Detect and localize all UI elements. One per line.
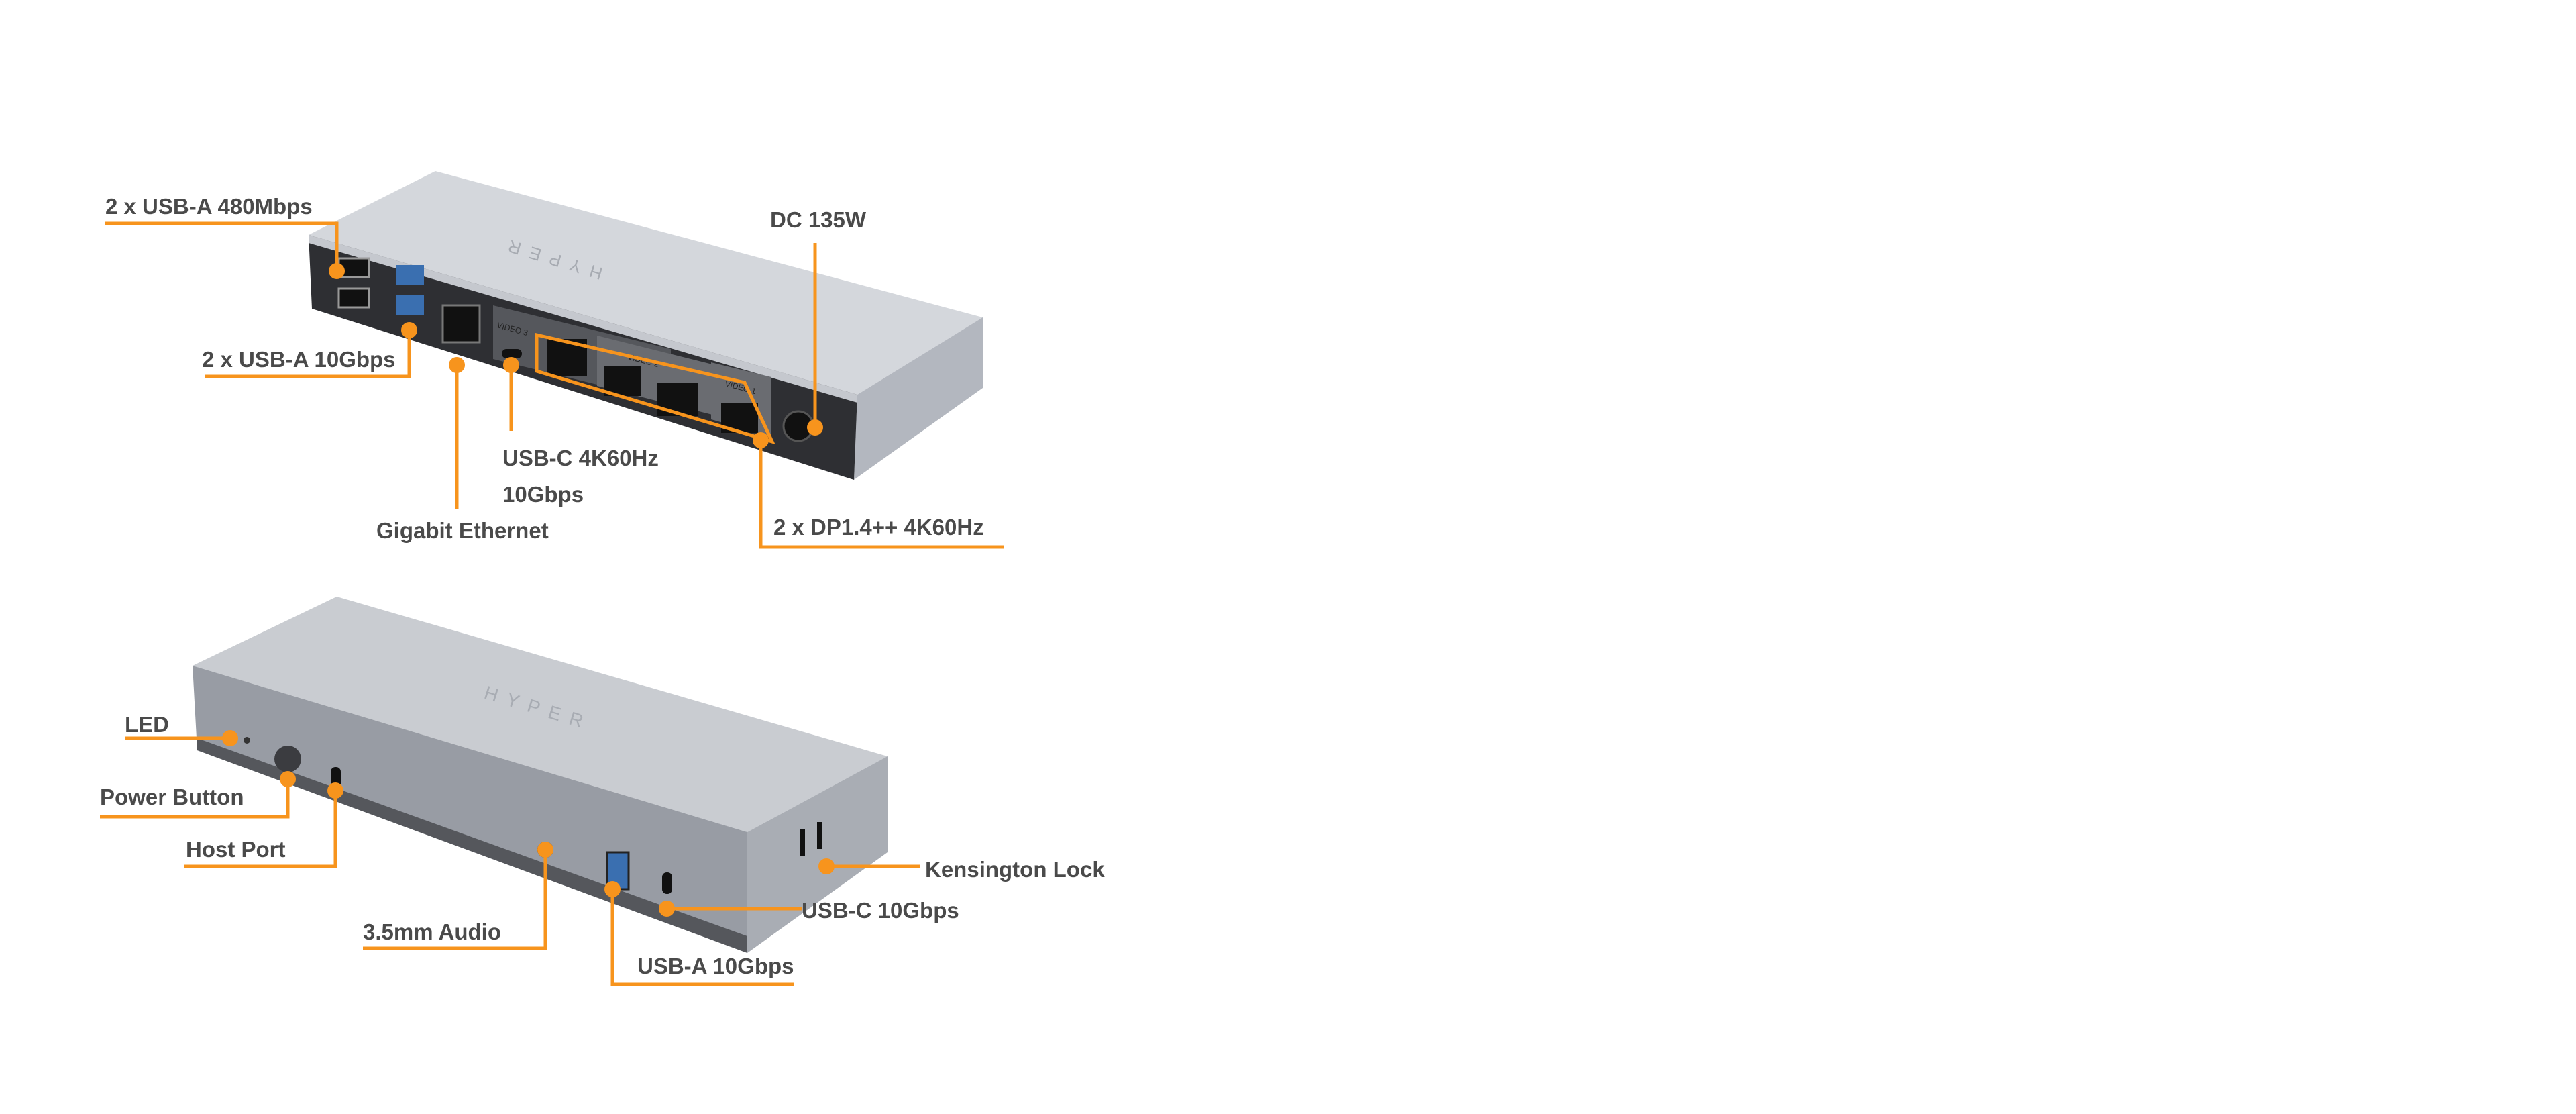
label-usb-a-480: 2 x USB-A 480Mbps xyxy=(105,194,313,219)
label-usb-a: USB-A 10Gbps xyxy=(637,954,794,978)
label-usb-a-10g: 2 x USB-A 10Gbps xyxy=(202,347,396,372)
label-usb-c-10g: 10Gbps xyxy=(502,482,584,507)
label-power-button: Power Button xyxy=(100,784,244,809)
label-dc-135w: DC 135W xyxy=(770,207,867,232)
dp-port xyxy=(657,383,698,416)
callout-dots xyxy=(222,263,835,917)
usb-c-port xyxy=(662,872,672,894)
callout-lines xyxy=(100,221,1004,986)
usb-c-port xyxy=(502,349,522,358)
label-usb-c-4k60: USB-C 4K60Hz xyxy=(502,446,659,470)
kensington-slot xyxy=(800,829,805,856)
dock-front-view: HYPER xyxy=(193,597,888,953)
led-indicator xyxy=(244,737,250,744)
kensington-slot xyxy=(817,822,822,849)
label-gigabit-ethernet: Gigabit Ethernet xyxy=(376,518,549,543)
label-kensington-lock: Kensington Lock xyxy=(925,857,1105,882)
label-audio: 3.5mm Audio xyxy=(363,919,501,944)
usb-a-port xyxy=(337,287,370,309)
hdmi-port xyxy=(604,366,641,396)
label-dp: 2 x DP1.4++ 4K60Hz xyxy=(773,515,984,540)
usb-a-port xyxy=(396,295,424,315)
label-usb-c: USB-C 10Gbps xyxy=(802,898,959,923)
ethernet-port xyxy=(441,304,481,344)
label-host-port: Host Port xyxy=(186,837,286,862)
label-led: LED xyxy=(125,712,169,737)
usb-a-port xyxy=(396,265,424,285)
power-button xyxy=(274,746,301,772)
